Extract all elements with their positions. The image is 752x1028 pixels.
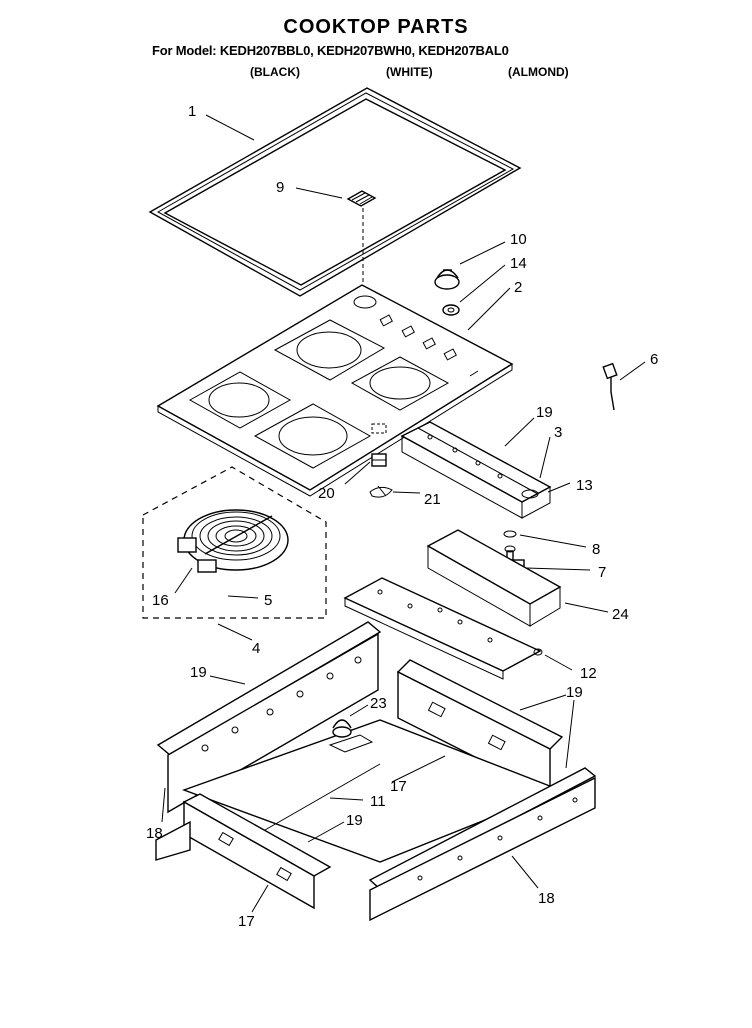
callout-labels: 1 9 10 14 2 6 19 3 13 20 21 8 7 24 16 5 …: [146, 103, 658, 930]
callout-2: 2: [514, 279, 522, 296]
part-front-rail: [155, 793, 332, 910]
part-shield: [426, 529, 562, 627]
part-surface-element: [142, 466, 327, 619]
callout-14: 14: [510, 255, 527, 272]
callout-23: 23: [370, 695, 387, 712]
callout-12: 12: [580, 665, 597, 682]
page-title: COOKTOP PARTS: [283, 16, 469, 38]
callout-3: 3: [554, 424, 562, 441]
part-washer: [442, 304, 460, 316]
callout-17: 17: [390, 778, 407, 795]
part-cooktop: [156, 284, 514, 497]
part-clip: [369, 485, 393, 498]
callout-7: 7: [598, 564, 606, 581]
callout-13: 13: [576, 477, 593, 494]
callout-4: 4: [252, 640, 260, 657]
callout-10: 10: [510, 231, 527, 248]
callout-8: 8: [592, 541, 600, 558]
part-bracket: [371, 453, 387, 467]
model-line: For Model: KEDH207BBL0, KEDH207BWH0, KED…: [152, 43, 509, 58]
callout-11: 11: [370, 793, 386, 810]
callout-18: 18: [146, 825, 163, 842]
callout-1: 1: [188, 103, 196, 120]
callout-19: 19: [536, 404, 553, 421]
part-side-rail-left: [156, 621, 382, 814]
callout-20: 20: [318, 485, 335, 502]
callout-24: 24: [612, 606, 629, 623]
callout-19d: 19: [346, 812, 363, 829]
leader-lines: [161, 114, 646, 913]
callout-17b: 17: [238, 913, 255, 930]
callout-9: 9: [276, 179, 284, 196]
part-frame: [148, 87, 522, 297]
callout-19b: 19: [190, 664, 207, 681]
part-knob: [434, 269, 460, 290]
callout-16: 16: [152, 592, 169, 609]
part-control-channel: [400, 421, 552, 519]
callout-6: 6: [650, 351, 658, 368]
callout-5: 5: [264, 592, 272, 609]
callout-21: 21: [424, 491, 441, 508]
variant-almond: (ALMOND): [508, 65, 569, 79]
part-plug: [346, 190, 377, 207]
variant-black: (BLACK): [250, 65, 300, 79]
callout-18b: 18: [538, 890, 555, 907]
callout-19c: 19: [566, 684, 583, 701]
part-plate: [343, 577, 543, 680]
part-rear-rail: [368, 767, 597, 922]
variant-white: (WHITE): [386, 65, 433, 79]
part-connector: [602, 362, 618, 411]
